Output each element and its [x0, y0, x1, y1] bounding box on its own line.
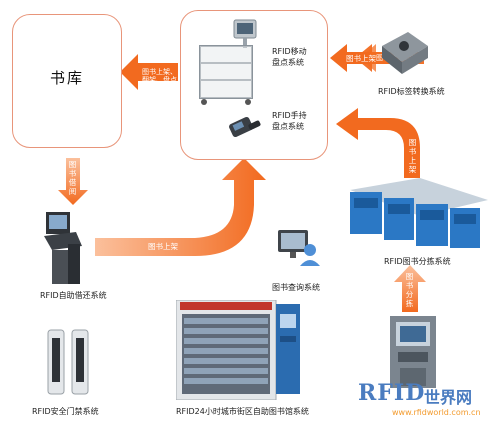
- book-query-image: [276, 228, 320, 268]
- sort-to-mobile-label: 图书上架: [408, 138, 417, 174]
- security-gate-label: RFID安全门禁系统: [32, 407, 99, 416]
- arrow-library-down: [58, 158, 88, 205]
- rfid-handheld-label: RFID手持 盘点系统: [272, 111, 307, 131]
- library-down-label: 图书借阅: [68, 160, 77, 196]
- arrow-to-library: [120, 54, 178, 90]
- library-title: 书库: [49, 69, 84, 87]
- tag-conversion-label: RFID标签转换系统: [378, 87, 445, 96]
- watermark-logo: RFID 世界网 www.rfidworld.com.cn: [354, 380, 498, 424]
- handheld-reader-image: [228, 112, 262, 142]
- sorting-machine-image: [340, 170, 490, 254]
- security-gate-image: [44, 326, 100, 398]
- to-library-label: 图书上架、 翻架、盘点: [142, 68, 177, 84]
- tag-conversion-image: [378, 28, 430, 78]
- rfid-mobile-label: RFID移动 盘点系统: [272, 47, 307, 67]
- self-service-label: RFID自助借还系统: [40, 291, 107, 300]
- arrow-atm-to-sort: [394, 265, 426, 312]
- tag-in-left-label: 图书上架: [346, 54, 376, 63]
- self-service-kiosk-image: [38, 206, 88, 286]
- terminal-image: [386, 312, 440, 390]
- library-24h-label: RFID24小时城市街区自助图书馆系统: [176, 407, 309, 416]
- book-query-label: 图书查询系统: [272, 283, 320, 292]
- self-to-mobile-label: 图书上架: [148, 242, 178, 251]
- atm-to-sort-label: 图书分拣: [405, 272, 414, 308]
- arrow-sort-to-mobile: [336, 108, 420, 178]
- watermark-brand-cn: 世界网: [424, 388, 473, 407]
- watermark-brand-letters: RFID: [358, 380, 426, 406]
- sorting-label: RFID图书分拣系统: [384, 257, 451, 266]
- library-24h-image: [176, 300, 304, 400]
- watermark-url: www.rfidworld.com.cn: [392, 408, 481, 417]
- mobile-cart-image: [194, 18, 266, 108]
- library-box: 书库: [12, 14, 122, 148]
- arrow-self-to-mobile: [95, 158, 266, 256]
